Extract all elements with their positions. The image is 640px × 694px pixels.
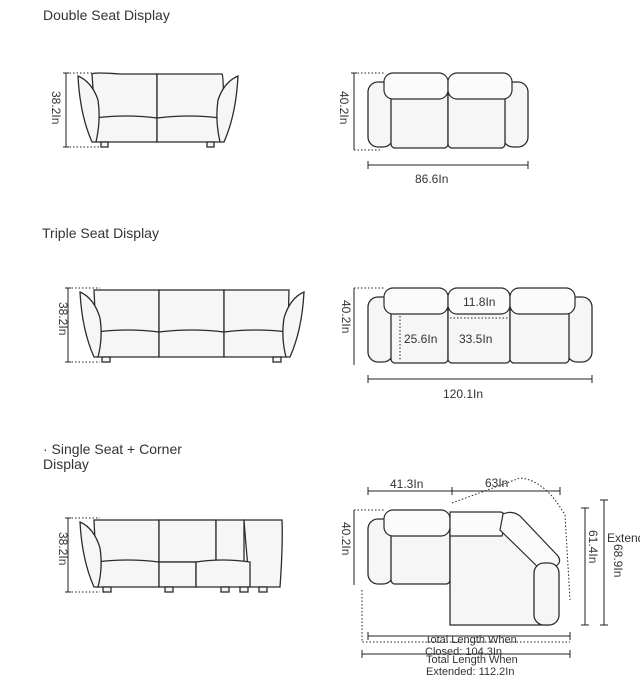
corner-front-view <box>65 517 283 593</box>
dimension-left-width: 41.3In <box>390 477 424 491</box>
double-front-view <box>63 72 239 148</box>
dimension-top-depth: 40.2In <box>337 91 351 125</box>
extended-line1: Total Length When <box>426 654 518 666</box>
triple-front-view <box>65 287 305 363</box>
dimension-seat-width: 33.5In <box>459 332 493 346</box>
dimension-top-width: 120.1In <box>443 387 484 401</box>
extended-line2: Extended: 112.2In <box>426 666 515 678</box>
total-length-extended: Total Length When Extended: 112.2In <box>426 654 518 678</box>
closed-line1: Total Length When <box>425 634 517 646</box>
dimension-top-width: 86.6In <box>415 172 449 186</box>
dimension-right-depth: 68.9In <box>611 544 625 578</box>
corner-top-view <box>353 477 608 658</box>
section-title-corner: · Single Seat + Corner Display <box>43 442 182 472</box>
closed-line2: Closed: 104.3In <box>425 646 503 658</box>
dimension-right-depth-inner: 61.4In <box>586 530 600 564</box>
double-top-view <box>351 72 529 169</box>
extended-label: Extend <box>607 531 640 545</box>
dimension-front-height: 38.2In <box>49 91 63 125</box>
dimension-front-height: 38.2In <box>56 302 70 336</box>
dimension-top-depth: 40.2In <box>339 522 353 556</box>
triple-top-view <box>353 287 593 383</box>
total-length-closed: Total Length When Closed: 104.3In <box>425 634 517 658</box>
section-title-line1: · Single Seat + Corner <box>43 441 182 457</box>
section-title-double: Double Seat Display <box>43 7 170 23</box>
dimension-cushion-depth: 25.6In <box>404 332 438 346</box>
dimension-back-depth: 11.8In <box>463 295 496 309</box>
dimension-top-depth: 40.2In <box>339 300 353 334</box>
dimension-corner-width: 63In <box>485 476 509 490</box>
section-title-triple: Triple Seat Display <box>42 225 159 241</box>
section-title-line2: Display <box>43 456 89 472</box>
dimension-front-height: 38.2In <box>56 532 70 566</box>
